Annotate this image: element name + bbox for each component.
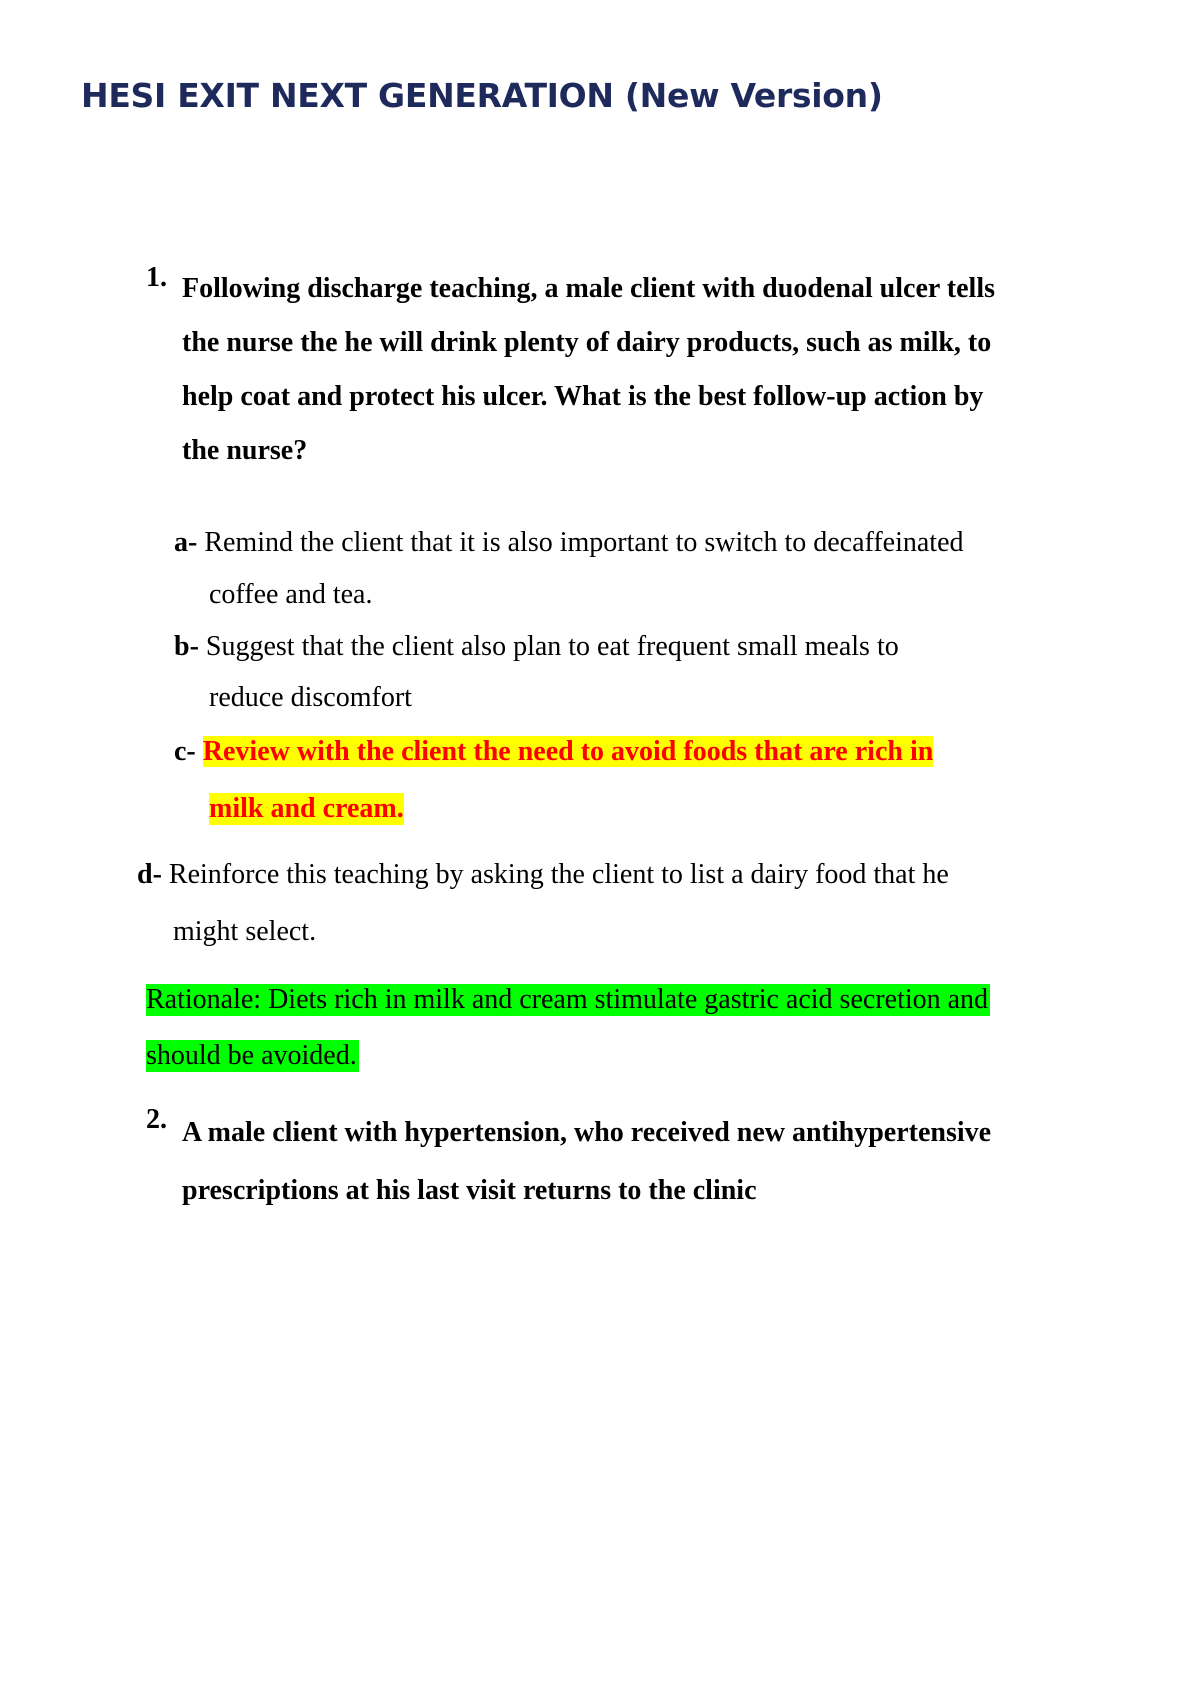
question-number: 2. xyxy=(146,1104,167,1135)
correct-answer-text: Review with the client the need to avoid… xyxy=(202,736,934,767)
rationale-line: should be avoided. xyxy=(146,1040,359,1072)
rationale-line: Rationale: Diets rich in milk and cream … xyxy=(146,984,991,1016)
option-text-line: Remind the client that it is also import… xyxy=(204,527,964,558)
option-text-line: Reinforce this teaching by asking the cl… xyxy=(168,859,949,890)
option-letter: d- xyxy=(137,859,162,890)
option-letter: b- xyxy=(174,631,199,662)
option-text-line: reduce discomfort xyxy=(209,682,412,713)
option-text-line: coffee and tea. xyxy=(209,579,373,610)
question-stem-line: the nurse the he will drink plenty of da… xyxy=(182,327,992,358)
question-stem-line: A male client with hypertension, who rec… xyxy=(182,1117,992,1148)
question-stem-line: prescriptions at his last visit returns … xyxy=(182,1175,757,1206)
question-stem-line: help coat and protect his ulcer. What is… xyxy=(182,381,984,412)
question-stem-line: Following discharge teaching, a male cli… xyxy=(182,273,996,304)
question-stem: Following discharge teaching, a male cli… xyxy=(182,262,995,478)
option-text-line: Suggest that the client also plan to eat… xyxy=(205,631,899,662)
document-title: HESI EXIT NEXT GENERATION (New Version) xyxy=(81,76,883,115)
correct-answer-text: milk and cream. xyxy=(209,793,404,825)
option-letter: a- xyxy=(174,527,198,558)
option-text-line: might select. xyxy=(173,916,317,947)
question-stem-line: the nurse? xyxy=(182,435,308,466)
question-number: 1. xyxy=(146,262,167,293)
option-letter: c- xyxy=(174,736,196,767)
question-stem: A male client with hypertension, who rec… xyxy=(182,1104,991,1220)
